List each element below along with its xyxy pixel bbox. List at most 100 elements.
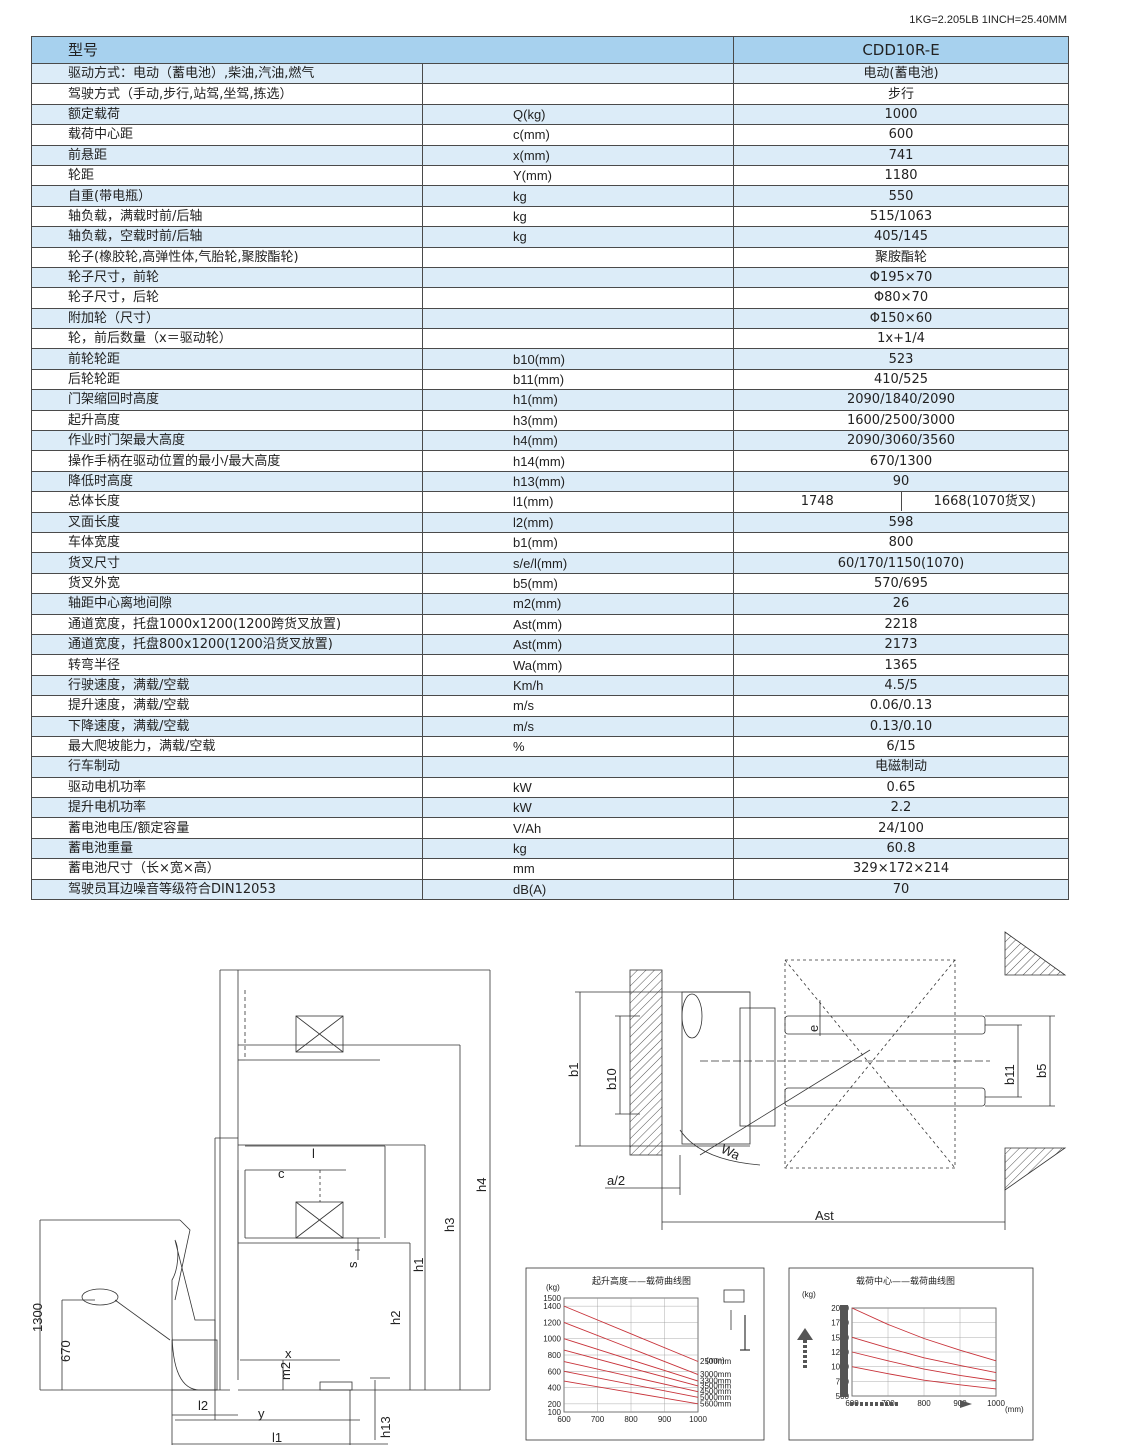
chart1-ylabel: (kg) xyxy=(546,1283,560,1292)
table-row: 轮子(橡胶轮,高弹性体,气胎轮,聚胺酯轮)聚胺酯轮 xyxy=(31,246,1069,268)
label-670: 670 xyxy=(58,1340,73,1362)
row-value: 2218 xyxy=(733,613,1069,635)
table-row: 驱动方式：电动（蓄电池）,柴油,汽油,燃气电动(蓄电池) xyxy=(31,62,1069,85)
series-line xyxy=(563,1305,699,1362)
row-unit: b10(mm) xyxy=(422,348,734,370)
label-m2: m2 xyxy=(278,1362,293,1380)
row-unit xyxy=(422,756,734,778)
row-unit: kW xyxy=(422,776,734,799)
row-value: 1600/2500/3000 xyxy=(733,409,1069,432)
label-wa: Wa xyxy=(719,1141,743,1163)
row-value: 60/170/1150(1070) xyxy=(733,552,1069,574)
row-value: 410/525 xyxy=(733,368,1069,391)
chart2-title: 载荷中心——载荷曲线图 xyxy=(856,1275,955,1287)
row-name: 通道宽度，托盘1000x1200(1200跨货叉放置) xyxy=(31,613,423,635)
row-name: 蓄电池电压/额定容量 xyxy=(31,817,423,839)
row-value: 4.5/5 xyxy=(733,674,1069,697)
row-name: 降低时高度 xyxy=(31,470,423,493)
row-value: 523 xyxy=(733,348,1069,370)
table-row: 附加轮（尺寸）Φ150×60 xyxy=(31,307,1069,330)
row-name: 通道宽度，托盘800x1200(1200沿货叉放置) xyxy=(31,633,423,656)
y-tick-label: 1200 xyxy=(543,1318,561,1327)
row-value: 26 xyxy=(733,593,1069,615)
row-unit: Ast(mm) xyxy=(422,613,734,635)
x-tick-label: 1000 xyxy=(987,1399,1005,1408)
y-tick-label: 800 xyxy=(548,1351,562,1360)
row-unit: h4(mm) xyxy=(422,430,734,452)
row-unit: kg xyxy=(422,226,734,248)
row-unit xyxy=(422,307,734,330)
row-name: 总体长度 xyxy=(31,491,423,513)
label-e: e xyxy=(806,1025,821,1032)
row-value: 550 xyxy=(733,185,1069,207)
row-unit: kg xyxy=(422,205,734,228)
label-l2: l2 xyxy=(198,1398,208,1413)
row-value: Φ195×70 xyxy=(733,266,1069,289)
x-tick-label: 800 xyxy=(917,1399,931,1408)
row-unit xyxy=(422,246,734,268)
x-tick-label: 700 xyxy=(591,1415,605,1424)
row-name: 蓄电池尺寸（长×宽×高） xyxy=(31,858,423,880)
row-name: 转弯半径 xyxy=(31,654,423,676)
row-name: 货叉外宽 xyxy=(31,572,423,595)
row-name: 货叉尺寸 xyxy=(31,552,423,574)
series-line xyxy=(851,1336,997,1373)
row-name: 最大爬坡能力，满载/空载 xyxy=(31,735,423,758)
row-value: Φ150×60 xyxy=(733,307,1069,330)
row-unit: m/s xyxy=(422,695,734,717)
series-line xyxy=(563,1370,699,1398)
row-value: 515/1063 xyxy=(733,205,1069,228)
y-tick-label: 400 xyxy=(548,1384,562,1393)
label-b5: b5 xyxy=(1034,1064,1049,1078)
row-value: 405/145 xyxy=(733,226,1069,248)
label-a2: a/2 xyxy=(607,1173,625,1188)
row-unit xyxy=(422,83,734,105)
row-unit: kW xyxy=(422,797,734,819)
row-unit: h14(mm) xyxy=(422,450,734,472)
row-name: 行车制动 xyxy=(31,756,423,778)
row-unit: b5(mm) xyxy=(422,572,734,595)
row-value: 0.65 xyxy=(733,776,1069,799)
row-unit: h1(mm) xyxy=(422,389,734,411)
x-tick-label: 700 xyxy=(881,1399,895,1408)
row-value: 600 xyxy=(733,124,1069,146)
row-name: 前悬距 xyxy=(31,144,423,166)
chart1-legend: 2500mm3000mm3300mm3500mm4500mm5000mm5600… xyxy=(700,1357,731,1408)
label-h13: h13 xyxy=(378,1416,393,1438)
top-view-drawing xyxy=(575,931,1067,1230)
row-name: 轴距中心离地间隙 xyxy=(31,593,423,615)
row-unit: x(mm) xyxy=(422,144,734,166)
row-value-2: 1668(1070货叉) xyxy=(933,494,1036,510)
label-l1: l1 xyxy=(272,1430,282,1445)
row-value: 329×172×214 xyxy=(733,858,1069,880)
label-b10: b10 xyxy=(604,1068,619,1090)
table-header-row: 型号 CDD10R-E xyxy=(31,36,1069,64)
row-value: 6/15 xyxy=(733,735,1069,758)
row-unit: Ast(mm) xyxy=(422,633,734,656)
x-tick-label: 600 xyxy=(557,1415,571,1424)
row-name: 作业时门架最大高度 xyxy=(31,430,423,452)
row-value: Φ80×70 xyxy=(733,287,1069,309)
label-h2: h2 xyxy=(388,1311,403,1325)
row-unit: l2(mm) xyxy=(422,511,734,533)
series-line xyxy=(563,1338,699,1382)
